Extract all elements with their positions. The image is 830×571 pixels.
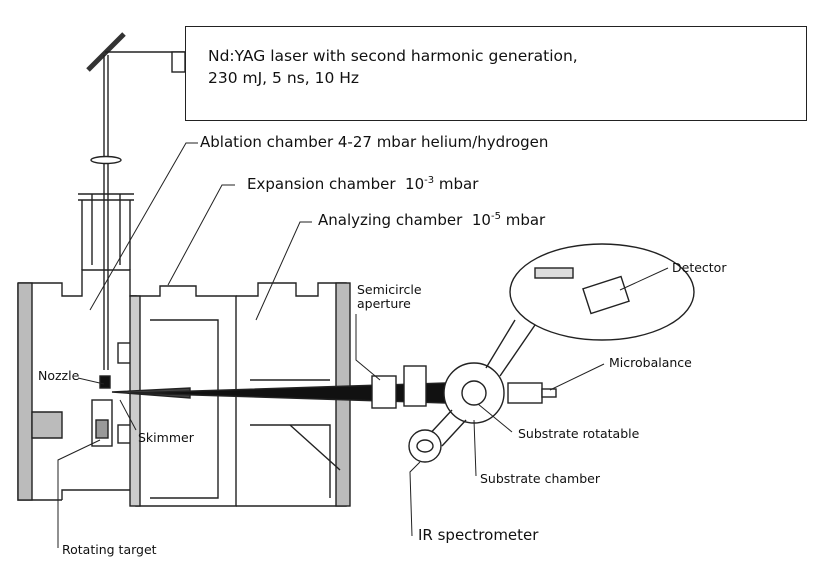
semicircle-line-2: aperture (357, 296, 411, 312)
nozzle-body (99, 375, 111, 389)
window-tube (78, 193, 134, 270)
leader-ablation (89, 142, 198, 311)
substrate-chamber (443, 362, 505, 424)
rotating-target-motor (95, 419, 109, 439)
leader-microbalance (549, 363, 605, 391)
label-analyzing-chamber: Analyzing chamber 10-5 mbar (318, 211, 545, 229)
expansion-pressure-base: 10 (405, 175, 425, 193)
label-nozzle: Nozzle (38, 368, 80, 383)
detector-arm (485, 319, 536, 377)
expansion-interior-wall (150, 319, 219, 499)
ir-spectrometer-port (408, 429, 442, 463)
laser-line-1: Nd:YAG laser with second harmonic genera… (208, 47, 578, 65)
microbalance-port (507, 382, 543, 404)
leader-detector (619, 267, 669, 291)
expansion-pressure-exp: -3 (424, 175, 435, 186)
leader-ir (409, 461, 421, 537)
ablation-left-flange (17, 282, 33, 501)
semicircle-line-1: Semicircle (357, 282, 422, 297)
aperture-valve (403, 365, 427, 407)
rotating-target-arm (31, 411, 63, 439)
label-skimmer: Skimmer (138, 430, 194, 445)
analyzing-pressure-unit: mbar (500, 211, 546, 229)
detector-optics (534, 267, 574, 279)
ir-spectrometer-window (416, 439, 434, 453)
analyzing-interior (250, 379, 331, 498)
expansion-pressure-unit: mbar (434, 175, 479, 193)
label-ablation-chamber: Ablation chamber 4-27 mbar helium/hydrog… (200, 133, 549, 151)
laser-output-port (171, 51, 186, 73)
leader-semicircle (355, 314, 381, 381)
microbalance-tip (541, 388, 557, 398)
aperture-flange (371, 375, 397, 409)
leader-expansion (167, 184, 235, 286)
substrate-rotatable (461, 380, 487, 406)
detector-element (582, 275, 630, 315)
analyzing-name: Analyzing chamber (318, 211, 463, 229)
ablation-chamber-wall (17, 269, 137, 501)
laser-description: Nd:YAG laser with second harmonic genera… (208, 45, 578, 89)
label-semicircle-aperture: Semicircle aperture (357, 282, 422, 312)
expansion-wall-thick (129, 295, 141, 507)
analyzing-pressure-exp: -5 (490, 211, 501, 222)
expansion-name: Expansion chamber (247, 175, 396, 193)
leader-analyzing (255, 221, 312, 321)
label-microbalance: Microbalance (609, 355, 692, 370)
leader-rotating-target (57, 439, 101, 548)
focus-lens (90, 155, 122, 165)
label-detector: Detector (672, 260, 727, 275)
laser-box: Nd:YAG laser with second harmonic genera… (185, 26, 807, 121)
label-substrate-chamber: Substrate chamber (480, 471, 600, 486)
leader-nozzle (77, 377, 105, 385)
leader-substrate-chamber (473, 419, 477, 477)
label-substrate-rotatable: Substrate rotatable (518, 426, 640, 441)
analyzing-diagonal (289, 424, 341, 471)
laser-line-2: 230 mJ, 5 ns, 10 Hz (208, 69, 360, 87)
leader-skimmer (119, 399, 137, 431)
analyzing-pressure-base: 10 (471, 211, 491, 229)
label-rotating-target: Rotating target (62, 542, 157, 557)
label-ir-spectrometer: IR spectrometer (418, 526, 539, 544)
label-expansion-chamber: Expansion chamber 10-3 mbar (247, 175, 478, 193)
leader-substrate-rotatable (477, 403, 513, 433)
